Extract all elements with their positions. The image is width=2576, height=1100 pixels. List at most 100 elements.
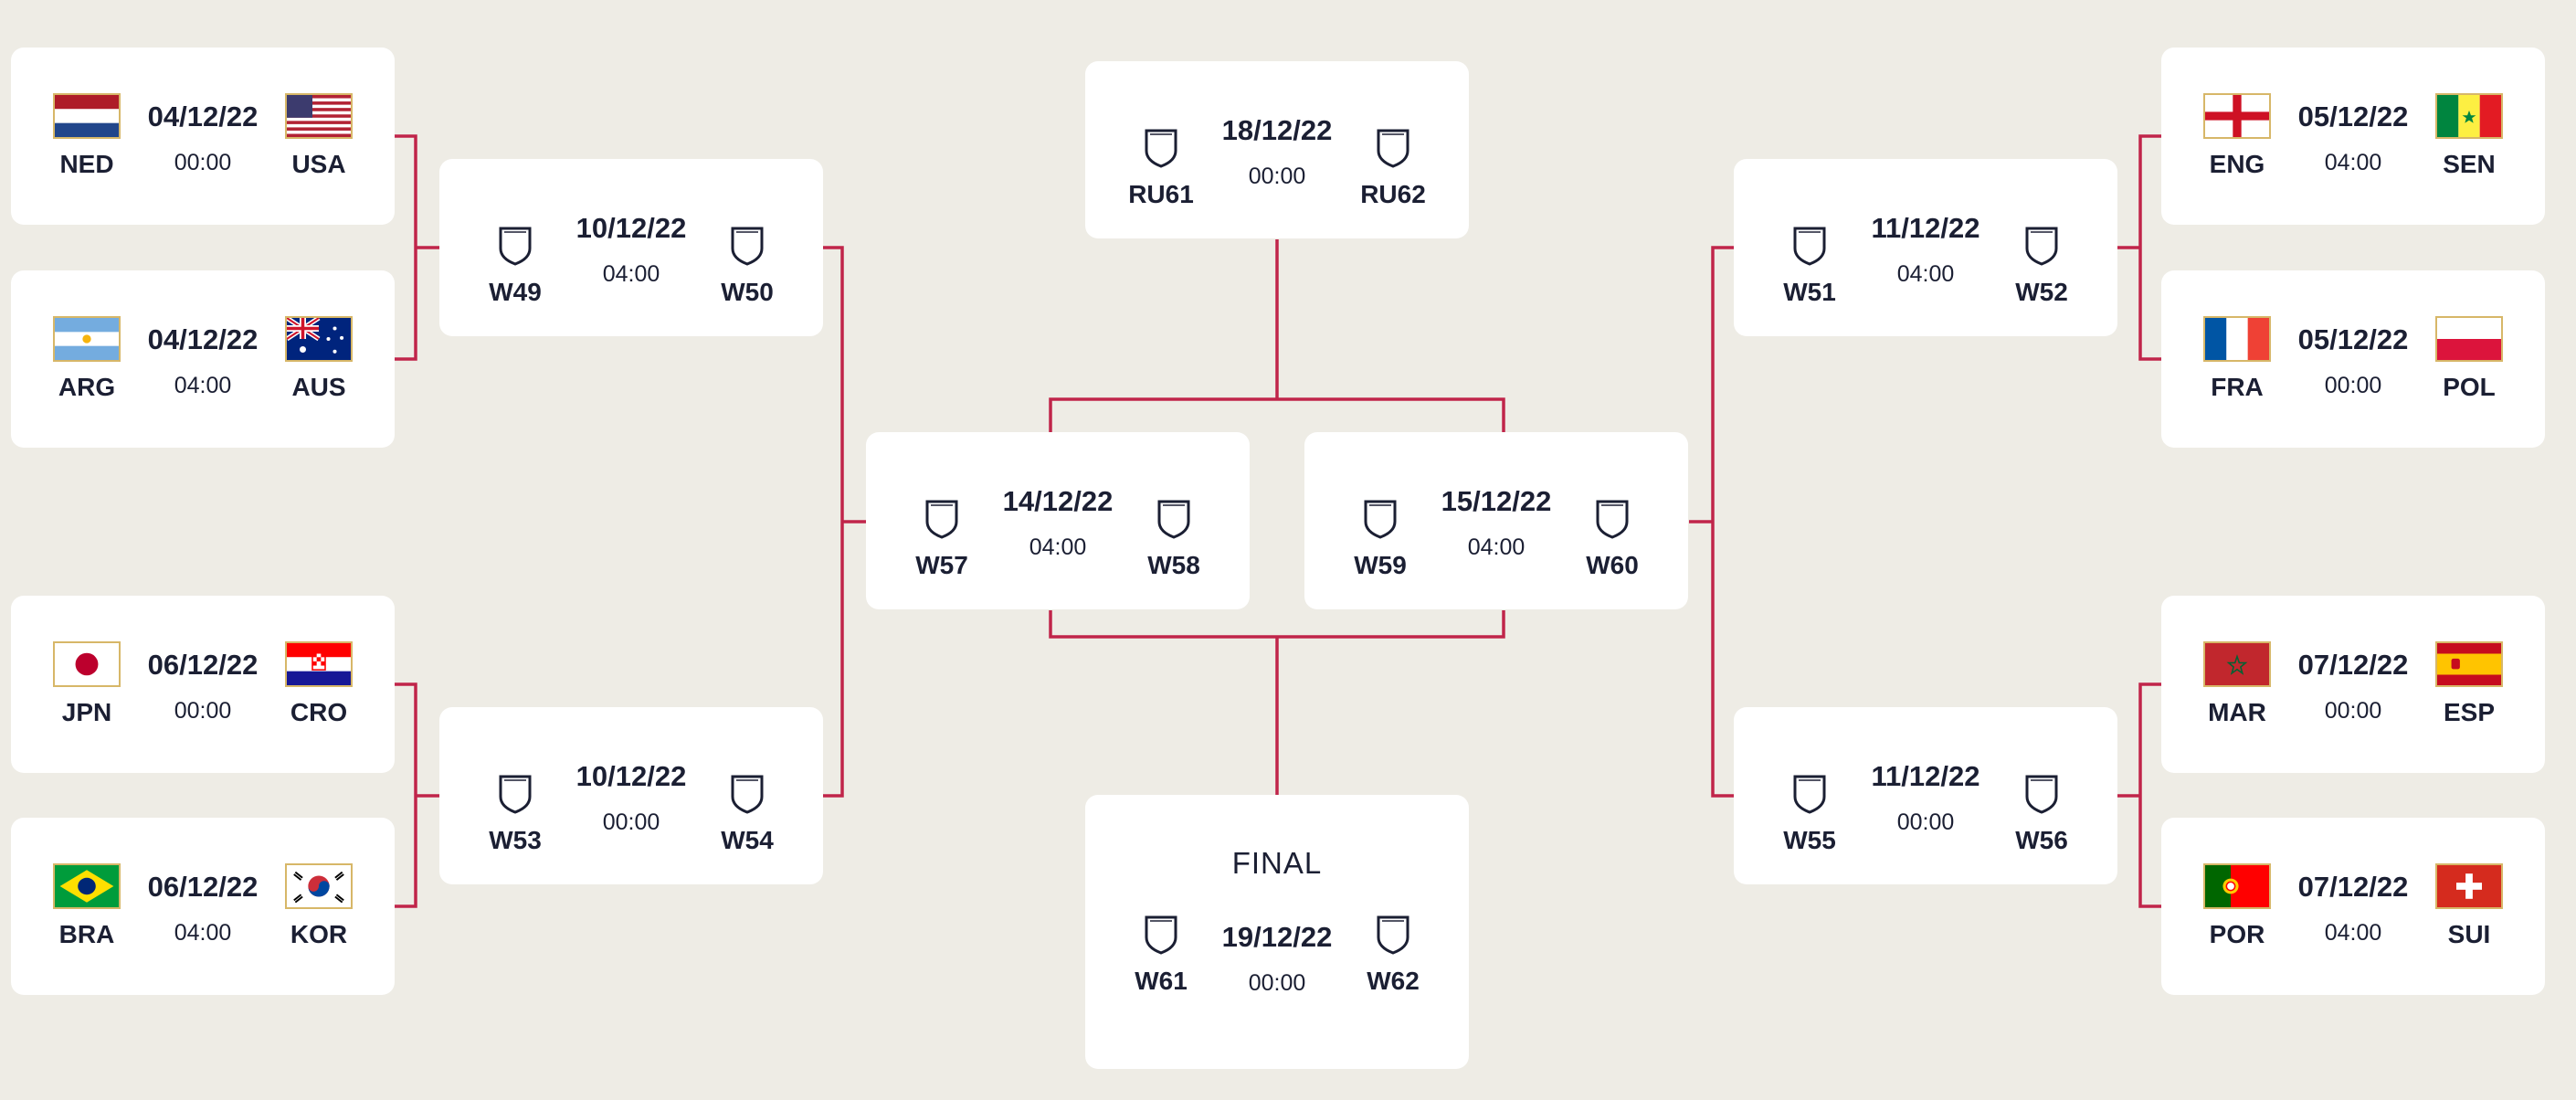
match-card-w53-w54[interactable]: W53 10/12/22 00:00 W54 — [439, 707, 823, 884]
match-time: 04:00 — [1467, 534, 1526, 560]
connector-sf-third — [1049, 239, 1505, 432]
match-card-por-sui[interactable]: POR 07/12/22 04:00 SUI — [2161, 818, 2545, 995]
croatia-flag-icon — [285, 641, 353, 687]
match-card-bra-kor[interactable]: BRA 06/12/22 04:00 KOR — [11, 818, 395, 995]
netherlands-flag-icon — [53, 93, 121, 139]
match-info: 11/12/22 04:00 — [1862, 212, 1990, 288]
shield-icon — [2023, 773, 2060, 815]
team-code: CRO — [290, 698, 348, 726]
poland-flag-icon — [2435, 316, 2503, 362]
team-code: AUS — [291, 373, 346, 401]
team-code: RU61 — [1128, 180, 1194, 208]
match-card-w55-w56[interactable]: W55 11/12/22 00:00 W56 — [1734, 707, 2117, 884]
match-time: 00:00 — [602, 809, 660, 835]
shield-icon — [1594, 498, 1631, 540]
team-code: BRA — [58, 920, 115, 948]
team-away: W52 — [1991, 225, 2092, 307]
match-date: 11/12/22 — [1871, 760, 1980, 792]
team-away: W56 — [1991, 773, 2092, 855]
match-info: 11/12/22 00:00 — [1862, 760, 1990, 836]
match-info: 04/12/22 04:00 — [139, 323, 267, 399]
shield-icon — [1143, 914, 1179, 956]
team-code: W50 — [721, 278, 774, 306]
connector-qf-1-2 — [822, 246, 866, 798]
match-info: 19/12/22 00:00 — [1213, 921, 1341, 997]
match-info: 07/12/22 04:00 — [2289, 871, 2417, 947]
team-away: KOR — [269, 863, 369, 949]
match-card-eng-sen[interactable]: ENG 05/12/22 04:00 SEN — [2161, 48, 2545, 225]
match-time: 04:00 — [174, 920, 232, 946]
shield-icon — [1375, 914, 1411, 956]
team-home: W61 — [1111, 914, 1211, 996]
team-code: W56 — [2015, 826, 2068, 854]
match-card-ned-usa[interactable]: NED 04/12/22 00:00 USA — [11, 48, 395, 225]
france-flag-icon — [2203, 316, 2271, 362]
match-card-arg-aus[interactable]: ARG 04/12/22 04:00 AUS — [11, 270, 395, 448]
match-info: 14/12/22 04:00 — [994, 485, 1122, 561]
team-code: POR — [2209, 920, 2265, 948]
team-code: W54 — [721, 826, 774, 854]
team-home: W55 — [1759, 773, 1860, 855]
team-home: ENG — [2187, 93, 2287, 179]
team-home: JPN — [37, 641, 137, 727]
match-info: 10/12/22 04:00 — [567, 212, 695, 288]
team-home: W49 — [465, 225, 565, 307]
usa-flag-icon — [285, 93, 353, 139]
connector-sf-final — [1049, 610, 1505, 795]
australia-flag-icon — [285, 316, 353, 362]
team-home: MAR — [2187, 641, 2287, 727]
match-card-jpn-cro[interactable]: JPN 06/12/22 00:00 CRO — [11, 596, 395, 773]
match-time: 04:00 — [1029, 534, 1087, 560]
match-date: 10/12/22 — [575, 760, 687, 792]
match-info: 04/12/22 00:00 — [139, 100, 267, 176]
team-code: W55 — [1783, 826, 1836, 854]
team-away: W58 — [1124, 498, 1224, 580]
match-info: 06/12/22 00:00 — [139, 649, 267, 725]
team-code: ESP — [2443, 698, 2496, 726]
match-card-third-place[interactable]: RU61 18/12/22 00:00 RU62 — [1085, 61, 1469, 238]
korea-flag-icon — [285, 863, 353, 909]
morocco-flag-icon — [2203, 641, 2271, 687]
team-home: NED — [37, 93, 137, 179]
shield-icon — [2023, 225, 2060, 267]
shield-icon — [1156, 498, 1192, 540]
match-date: 07/12/22 — [2297, 871, 2409, 903]
team-code: W60 — [1586, 551, 1639, 579]
team-code: MAR — [2208, 698, 2266, 726]
connector-r16-7-8 — [2117, 682, 2161, 908]
match-card-w59-w60[interactable]: W59 15/12/22 04:00 W60 — [1304, 432, 1688, 609]
match-card-fra-pol[interactable]: FRA 05/12/22 00:00 POL — [2161, 270, 2545, 448]
match-info: 10/12/22 00:00 — [567, 760, 695, 836]
match-card-mar-esp[interactable]: MAR 07/12/22 00:00 ESP — [2161, 596, 2545, 773]
team-away: SUI — [2419, 863, 2519, 949]
team-away: W60 — [1562, 498, 1663, 580]
match-time: 00:00 — [174, 698, 232, 724]
shield-icon — [729, 773, 765, 815]
team-home: FRA — [2187, 316, 2287, 402]
match-info: 07/12/22 00:00 — [2289, 649, 2417, 725]
team-code: JPN — [61, 698, 112, 726]
match-card-w57-w58[interactable]: W57 14/12/22 04:00 W58 — [866, 432, 1250, 609]
team-home: BRA — [37, 863, 137, 949]
shield-icon — [1375, 127, 1411, 169]
connector-r16-1-2 — [395, 134, 439, 361]
connector-r16-5-6 — [2117, 134, 2161, 361]
senegal-flag-icon — [2435, 93, 2503, 139]
match-time: 00:00 — [1248, 164, 1306, 189]
match-time: 04:00 — [174, 373, 232, 398]
match-info: 15/12/22 04:00 — [1432, 485, 1560, 561]
england-flag-icon — [2203, 93, 2271, 139]
shield-icon — [729, 225, 765, 267]
match-card-w51-w52[interactable]: W51 11/12/22 04:00 W52 — [1734, 159, 2117, 336]
match-time: 04:00 — [2324, 920, 2382, 946]
team-code: FRA — [2211, 373, 2264, 401]
team-away: W54 — [697, 773, 797, 855]
match-card-w49-w50[interactable]: W49 10/12/22 04:00 W50 — [439, 159, 823, 336]
team-away: POL — [2419, 316, 2519, 402]
switzerland-flag-icon — [2435, 863, 2503, 909]
team-code: W61 — [1135, 967, 1188, 995]
team-code: ENG — [2209, 150, 2265, 178]
match-card-final[interactable]: FINAL W61 19/12/22 00:00 W62 — [1085, 795, 1469, 1069]
